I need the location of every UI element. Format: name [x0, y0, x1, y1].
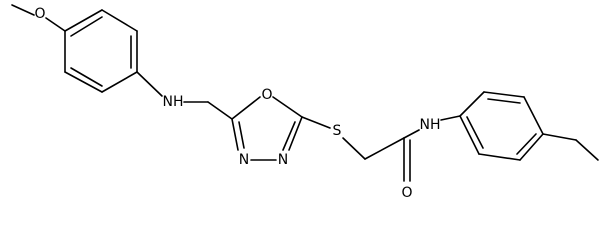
methoxy-oxygen-label: O [34, 6, 45, 22]
molecule-structure-diagram: O NH O N N S NH O [11, 4, 599, 201]
methoxyphenyl-ring [64, 9, 138, 93]
bond-sulfur-ch2 [342, 137, 366, 160]
oxadiazole-ring [231, 96, 303, 161]
bond-ch2-carbonyl [364, 137, 405, 160]
bond-ethyl [575, 139, 599, 161]
amine-nitrogen-label: NH [163, 94, 184, 110]
bond-ch2-oxadiazole [207, 101, 233, 120]
bond-carbonyl-amide [403, 129, 420, 139]
molecule-svg: O NH O N N S NH O [11, 4, 599, 201]
bond-ring-ethyl [542, 133, 577, 141]
ethylphenyl-ring [459, 91, 544, 161]
bond-ring-amine [136, 71, 163, 97]
bond-oxadiazole-sulfur [301, 116, 331, 129]
sulfur-label: S [333, 123, 342, 139]
ring-nitrogen-left-label: N [239, 152, 249, 168]
amide-nitrogen-label: NH [420, 117, 441, 133]
bond-amide-ring [440, 115, 461, 121]
ring-oxygen-label: O [261, 87, 272, 103]
carbonyl-oxygen-label: O [401, 185, 412, 201]
bond-oxygen-ring [45, 17, 66, 32]
bond-methyl-oxygen [11, 4, 35, 16]
ring-nitrogen-right-label: N [278, 152, 288, 168]
